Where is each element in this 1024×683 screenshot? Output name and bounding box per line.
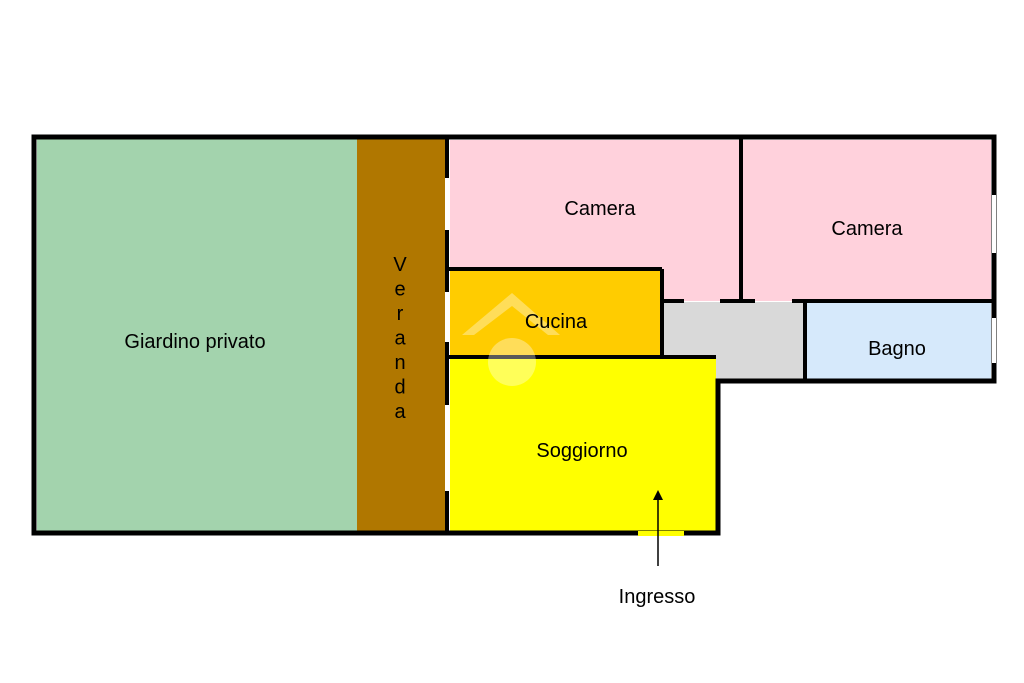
room-bagno xyxy=(805,302,991,379)
label-camera-2: Camera xyxy=(831,218,903,240)
label-bagno: Bagno xyxy=(868,338,926,360)
arrow-up-icon xyxy=(653,490,663,566)
room-soggiorno xyxy=(450,357,716,531)
house-watermark-icon xyxy=(462,293,560,386)
label-giardino-privato: Giardino privato xyxy=(124,331,265,353)
label-cucina: Cucina xyxy=(525,311,588,333)
room-cucina xyxy=(450,270,662,358)
room-giardino-privato xyxy=(37,139,358,531)
label-ingresso: Ingresso xyxy=(619,586,696,608)
exterior-walls xyxy=(31,134,997,536)
room-veranda xyxy=(357,139,446,531)
window-markers xyxy=(445,178,996,491)
entrance-door-gap xyxy=(638,531,684,536)
label-soggiorno: Soggiorno xyxy=(536,440,627,462)
label-camera-1: Camera xyxy=(564,198,636,220)
room-camera-2 xyxy=(741,140,991,301)
